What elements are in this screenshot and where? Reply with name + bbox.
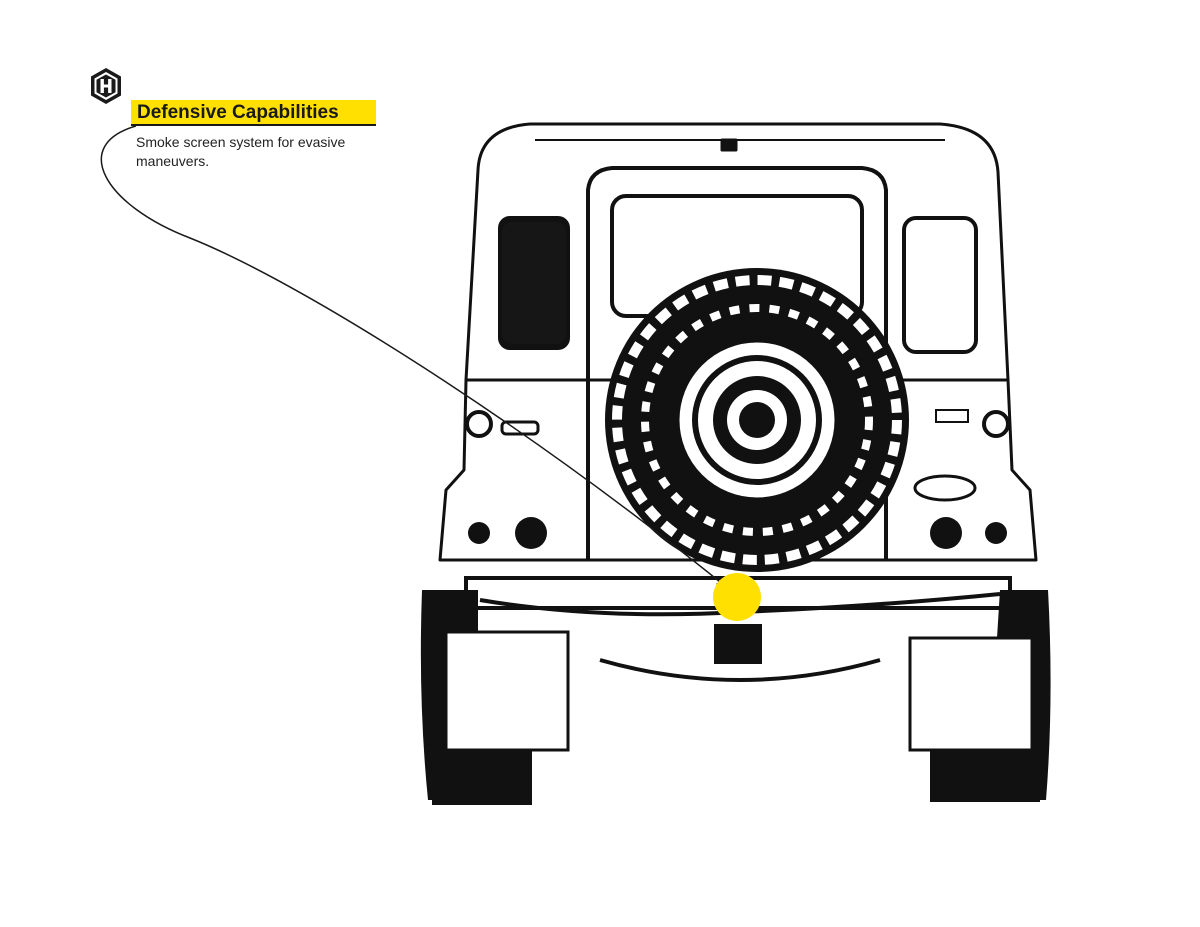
- vehicle-rear-icon: [420, 122, 1051, 805]
- callout-title: Defensive Capabilities: [131, 100, 376, 126]
- callout-description: Smoke screen system for evasive maneuver…: [136, 134, 346, 169]
- hexagon-h-logo-icon: [91, 68, 121, 104]
- hotspot-marker-icon[interactable]: [713, 573, 761, 621]
